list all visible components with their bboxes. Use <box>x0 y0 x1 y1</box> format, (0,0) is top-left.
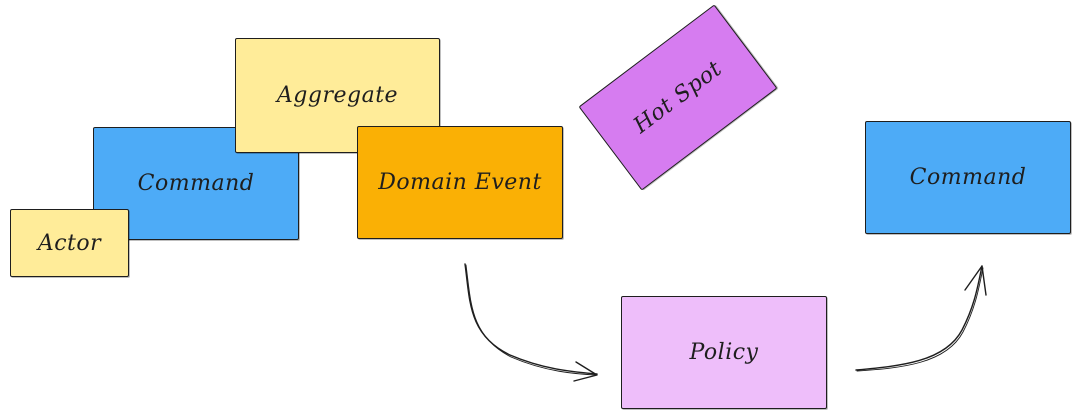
arrow-domain-event-to-policy[interactable] <box>464 263 598 382</box>
aggregate-label: Aggregate <box>276 83 399 108</box>
arrow-policy-to-command[interactable] <box>855 265 987 372</box>
command-label-left: Command <box>137 171 255 196</box>
domain-event-sticky[interactable]: Domain Event <box>357 126 563 239</box>
hot-spot-label: Hot Spot <box>629 56 727 139</box>
actor-label: Actor <box>37 230 102 256</box>
policy-label: Policy <box>689 340 759 365</box>
hot-spot-sticky[interactable]: Hot Spot <box>578 4 778 191</box>
command-label-right: Command <box>909 165 1027 190</box>
actor-sticky[interactable]: Actor <box>10 209 129 277</box>
policy-sticky[interactable]: Policy <box>621 296 827 409</box>
domain-event-label: Domain Event <box>378 170 542 195</box>
command-sticky-right[interactable]: Command <box>865 121 1071 234</box>
